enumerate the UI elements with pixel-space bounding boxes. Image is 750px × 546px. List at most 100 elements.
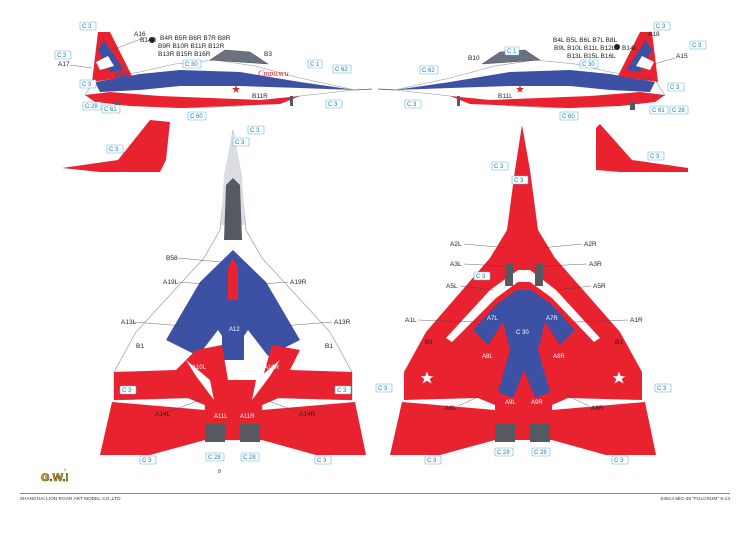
svg-text:C 3: C 3 (57, 53, 67, 59)
callout-c3-top-1: C 3 (247, 125, 265, 135)
tail-number: 06 (115, 70, 129, 84)
svg-text:C 3: C 3 (378, 386, 388, 392)
callout-c3-left-3: C 3 (79, 79, 97, 89)
svg-text:C 3: C 3 (337, 388, 347, 394)
svg-text:C 28: C 28 (497, 450, 510, 456)
svg-text:C 3: C 3 (82, 24, 92, 30)
label-a13l: A13L (121, 319, 137, 326)
callout-c3-left-fin: C 3 (106, 144, 124, 154)
decal-row-1-right: B4L B5L B6L B7L B8L (553, 37, 617, 44)
label-b10: B10 (468, 55, 480, 62)
callout-c28-right: C 28 (669, 105, 689, 115)
label-a11l: A11L (214, 414, 228, 420)
label-a3r: A3R (589, 261, 602, 268)
label-a14l: A14L (155, 411, 171, 418)
decal-row-1: B4R B5R B6R B7R B8R (160, 35, 231, 42)
callout-c3-bottom-1: C 3 (491, 161, 509, 171)
svg-text:C 3: C 3 (494, 164, 504, 170)
label-a2l: A2L (450, 241, 462, 248)
logo-trademark: ® (64, 468, 67, 472)
decal-row-2-right: B9L B10L B11L B12L (554, 45, 616, 52)
label-c30-bottom: C 30 (516, 330, 529, 336)
tail-number-right: 06 (638, 76, 652, 90)
callout-c61-left: C 61 (101, 104, 121, 114)
label-a10r: A10R (264, 365, 280, 371)
label-a12: A12 (229, 327, 240, 333)
callout-c28-bottom-2: C 28 (531, 447, 551, 457)
svg-text:C 3: C 3 (109, 147, 119, 153)
svg-text:C 61: C 61 (104, 107, 117, 113)
label-a19l: A19L (163, 279, 179, 286)
label-b3: B3 (264, 51, 272, 58)
label-a5l: A5L (446, 283, 458, 290)
right-fin-detail: C 3 (596, 124, 688, 172)
svg-text:C 62: C 62 (335, 67, 348, 73)
label-b1-bottom-right: B1 (615, 339, 623, 346)
footer: SHANGHAI LION ROAR ART MODEL CO.,LTD S48… (20, 493, 730, 505)
svg-text:C 28: C 28 (672, 108, 685, 114)
decal-row-2: B9R B10R B11R B12R (158, 43, 225, 50)
callout-c3-right-fin: C 3 (647, 151, 665, 161)
label-a9r: A9R (531, 400, 543, 406)
nose-script-decal: Стрижи (258, 69, 289, 78)
svg-text:C 3: C 3 (328, 102, 338, 108)
svg-text:C 30: C 30 (582, 62, 595, 68)
callout-c3-bottom-2: C 3 (511, 175, 529, 185)
svg-text:C 60: C 60 (562, 114, 575, 120)
footer-divider (20, 493, 730, 494)
label-a15: A15 (676, 53, 688, 60)
callout-c3-bottom-4: C 3 (375, 383, 393, 393)
logo-text: G.W.H (41, 472, 68, 484)
label-a3l: A3L (450, 261, 462, 268)
svg-text:C 3: C 3 (514, 178, 524, 184)
svg-text:C 3: C 3 (614, 458, 624, 464)
svg-text:C 3: C 3 (317, 458, 327, 464)
callout-c3-left-4: C 3 (325, 99, 343, 109)
callout-c28-bottom-1: C 28 (494, 447, 514, 457)
label-a17: A17 (58, 61, 70, 68)
svg-text:C 30: C 30 (185, 62, 198, 68)
callout-c3-left-2: C 3 (54, 50, 72, 60)
label-b1-bottom-left: B1 (425, 339, 433, 346)
label-a13r: A13R (334, 319, 351, 326)
svg-text:C 3: C 3 (122, 388, 132, 394)
svg-text:C 3: C 3 (250, 128, 260, 134)
label-a11r: A11R (240, 414, 255, 420)
callout-c3-top-2: C 3 (232, 137, 250, 147)
label-a6r: A6R (591, 405, 604, 412)
svg-text:C 61: C 61 (652, 108, 665, 114)
page-number: 8 (218, 469, 221, 475)
svg-text:C 62: C 62 (422, 68, 435, 74)
top-view: A12 A10L A10R A11L A11R C 30 B58 A19L A1… (100, 125, 366, 465)
callout-c3-right-4: C 3 (404, 99, 422, 109)
label-a1l: A1L (405, 317, 417, 324)
label-a8r: A8R (553, 354, 565, 360)
callout-c28-top-1: C 28 (205, 452, 225, 462)
label-a7l: A7L (487, 316, 498, 322)
svg-text:C 3: C 3 (692, 43, 702, 49)
label-a2r: A2R (584, 241, 597, 248)
callout-c3-bottom-6: C 3 (424, 455, 442, 465)
svg-text:C 3: C 3 (656, 24, 666, 30)
label-a7r: A7R (546, 316, 558, 322)
svg-text:C 1: C 1 (507, 49, 517, 55)
callout-c28-top-2: C 28 (240, 452, 260, 462)
svg-text:C 3: C 3 (650, 154, 660, 160)
label-b11l: B11L (498, 93, 513, 100)
decal-row-3-right: B13L B15L B16L (567, 53, 616, 60)
label-b11r: B11R (252, 93, 268, 100)
svg-text:C 3: C 3 (670, 85, 680, 91)
bottom-view: A7L A7R C 30 A8L A8R A9L A9R A2L A2R A3L… (375, 125, 672, 465)
callout-c3-bottom-5: C 3 (654, 383, 672, 393)
callout-c3-bottom-7: C 3 (611, 455, 629, 465)
callout-c1-right: C 1 (504, 46, 520, 56)
right-side-profile: 06 A18 A15 B10 B11L B4L B5L B6L B7L B8L … (377, 21, 707, 121)
svg-text:C 28: C 28 (243, 455, 256, 461)
label-a6l: A6L (445, 405, 457, 412)
label-a5r: A5R (593, 283, 606, 290)
left-fin-detail: C 3 (62, 120, 170, 172)
callout-c3-top-3: C 3 (119, 385, 137, 395)
callout-c1-left: C 1 (307, 59, 323, 69)
svg-text:C 28: C 28 (85, 104, 98, 110)
